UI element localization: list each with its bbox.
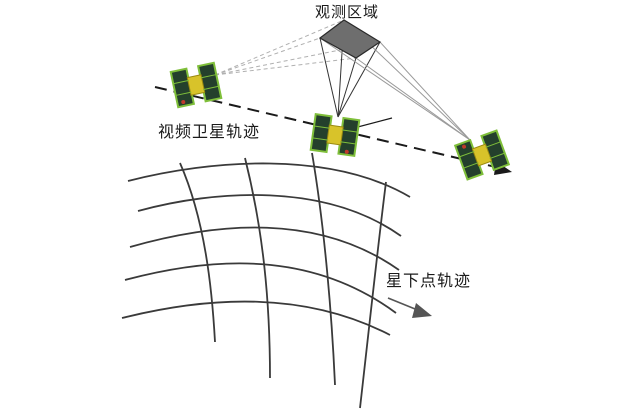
grid-line [311,152,336,386]
grid-line [121,300,391,336]
satellite-icon [453,129,511,181]
grid-line [124,262,397,314]
grid-line [129,226,400,271]
grid-line [137,194,402,237]
view-rays [214,19,471,141]
satellite-track-label: 视频卫星轨迹 [158,122,261,141]
grid-line [244,157,271,379]
nadir-track-arrow [387,297,432,318]
observation-region-label: 观测区域 [315,3,380,21]
observation-region [318,19,382,59]
grid-line [359,181,387,409]
ground-grid [121,152,411,409]
grid-line [127,162,411,198]
nadir-track-label: 星下点轨迹 [386,271,472,290]
satellite-icon [169,61,223,109]
satellite-icon [309,112,361,158]
label-pointer [353,117,393,129]
grid-line [179,162,216,343]
